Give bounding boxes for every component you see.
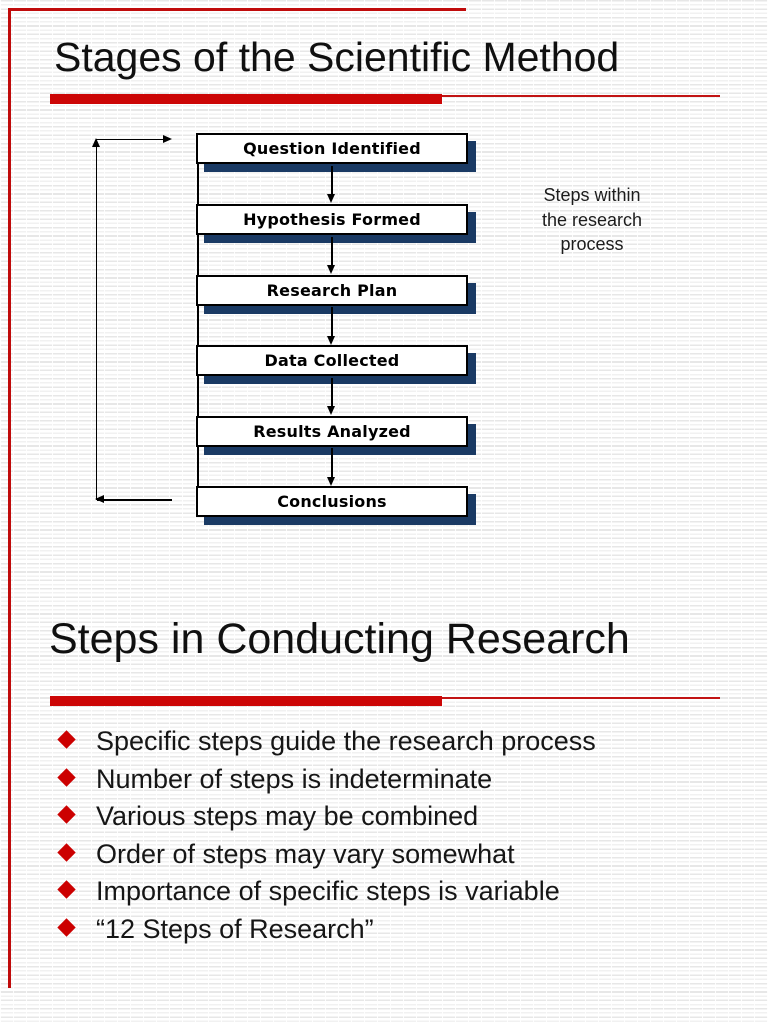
right-arrow-icon bbox=[163, 134, 172, 143]
bullet-label: Importance of specific steps is variable bbox=[96, 876, 560, 906]
slide1-title: Stages of the Scientific Method bbox=[54, 34, 620, 80]
list-item: Number of steps is indeterminate bbox=[56, 762, 716, 800]
side-note-line: process bbox=[560, 234, 624, 254]
red-left-border-line bbox=[8, 8, 11, 988]
bullet-label: Number of steps is indeterminate bbox=[96, 763, 493, 794]
down-arrow-icon bbox=[327, 194, 335, 203]
diamond-bullet-icon bbox=[57, 842, 76, 862]
bullet-list: Specific steps guide the research proces… bbox=[56, 724, 716, 949]
list-item: Various steps may be combined bbox=[56, 799, 716, 837]
slide2-title-underline-thick bbox=[50, 696, 442, 706]
flow-step-results-analyzed: Results Analyzed bbox=[196, 415, 468, 447]
down-arrow-icon bbox=[327, 477, 335, 486]
down-arrow-icon bbox=[327, 265, 335, 274]
diamond-bullet-icon bbox=[57, 805, 76, 824]
diamond-bullet-icon bbox=[57, 880, 76, 899]
flow-step-conclusions: Conclusions bbox=[196, 486, 468, 517]
slide2-title: Steps in Conducting Research bbox=[49, 615, 630, 663]
feedback-loop-top-line bbox=[96, 138, 163, 141]
flow-step-label: Question Identified bbox=[243, 139, 421, 158]
diamond-bullet-icon bbox=[57, 730, 76, 749]
diamond-bullet-icon bbox=[57, 767, 76, 787]
side-note-line: Steps within bbox=[543, 185, 641, 205]
feedback-loop-bottom-line bbox=[97, 499, 172, 501]
flow-step-data-collected: Data Collected bbox=[196, 345, 468, 376]
flow-arrow-shaft bbox=[331, 166, 333, 195]
side-note: Steps within the research process bbox=[505, 183, 679, 257]
list-item: “12 Steps of Research” bbox=[56, 912, 716, 950]
flow-arrow-shaft bbox=[331, 378, 333, 407]
feedback-loop-vertical-line bbox=[95, 141, 97, 500]
list-item: Specific steps guide the research proces… bbox=[56, 724, 716, 762]
bullet-label: Order of steps may vary somewhat bbox=[96, 838, 515, 869]
left-arrow-icon bbox=[95, 495, 104, 504]
bullet-label: Various steps may be combined bbox=[96, 801, 479, 831]
bullet-label: “12 Steps of Research” bbox=[96, 913, 374, 944]
up-arrow-icon bbox=[91, 138, 100, 147]
flow-step-research-plan: Research Plan bbox=[196, 274, 468, 306]
red-top-border-line bbox=[10, 8, 466, 11]
flow-step-hypothesis-formed: Hypothesis Formed bbox=[196, 204, 468, 235]
flow-arrow-shaft bbox=[331, 448, 333, 478]
bullet-label: Specific steps guide the research proces… bbox=[96, 726, 596, 756]
flow-step-label: Results Analyzed bbox=[253, 421, 411, 441]
flow-step-label: Research Plan bbox=[266, 280, 398, 300]
slide1-title-underline-thick bbox=[50, 94, 442, 104]
down-arrow-icon bbox=[327, 336, 335, 345]
list-item: Order of steps may vary somewhat bbox=[56, 837, 716, 875]
flow-step-label: Data Collected bbox=[264, 351, 400, 370]
box-left-edge-connector-line bbox=[197, 133, 199, 501]
list-item: Importance of specific steps is variable bbox=[56, 874, 716, 912]
flow-arrow-shaft bbox=[331, 237, 333, 266]
side-note-line: the research bbox=[541, 209, 643, 230]
flow-arrow-shaft bbox=[331, 307, 333, 337]
flow-step-label: Conclusions bbox=[277, 492, 387, 511]
flow-step-question-identified: Question Identified bbox=[196, 133, 468, 164]
down-arrow-icon bbox=[327, 406, 335, 415]
diamond-bullet-icon bbox=[57, 917, 76, 937]
flow-step-label: Hypothesis Formed bbox=[243, 210, 421, 229]
